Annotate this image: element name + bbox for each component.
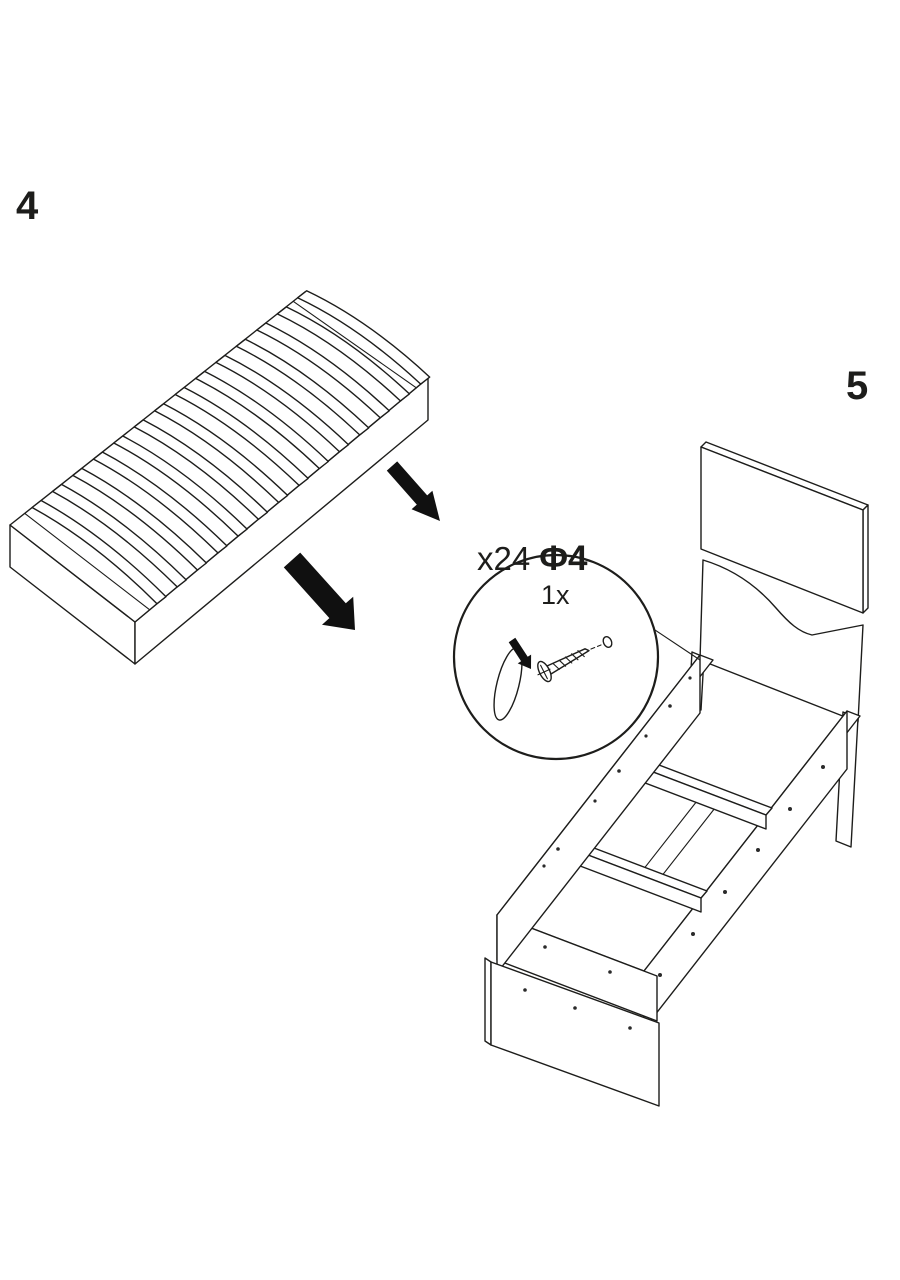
callout-per-hole-count: 1x: [541, 580, 570, 610]
callout-quantity: x24: [477, 540, 531, 577]
slat-base-illustration: [9, 290, 431, 665]
bed-frame-illustration: [484, 441, 869, 1107]
screw-icon: [537, 648, 590, 683]
headboard-panel: [700, 446, 864, 614]
headboard: [688, 441, 869, 848]
callout-labels: x24 Φ4: [477, 541, 587, 576]
down-right-arrow-large: [283, 552, 355, 630]
alignment-dashed-line: [590, 644, 602, 650]
cross-support-bar-lower: [566, 839, 708, 913]
step-4-label: 4: [16, 184, 38, 228]
pilot-hole-icon: [602, 636, 613, 648]
slats: [31, 290, 431, 605]
detail-callout: [452, 553, 701, 761]
detail-circle: [452, 553, 660, 761]
screw-holes-left-rail: [542, 676, 692, 868]
headboard-lower-piece: [699, 559, 864, 723]
callout-screw-size: Φ4: [539, 539, 588, 578]
down-right-arrow-small: [386, 461, 440, 521]
side-rail-right: [643, 710, 861, 1030]
footboard-panel: [484, 957, 660, 1107]
side-rail-left: [496, 654, 714, 974]
screw-holes-right-rail: [658, 765, 825, 977]
step-5-label: 5: [846, 364, 868, 408]
insert-arrow-icon: [508, 637, 532, 669]
